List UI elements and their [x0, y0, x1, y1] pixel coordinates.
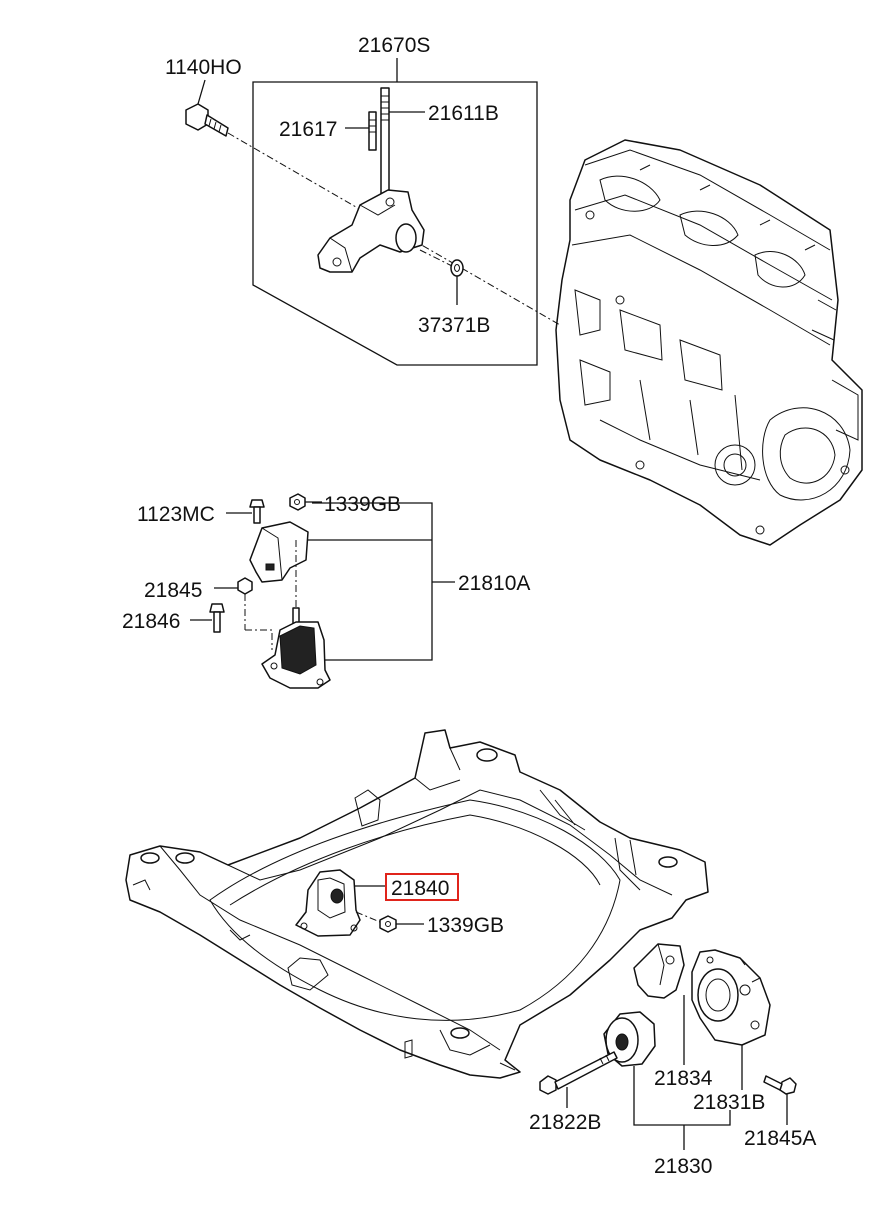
stud-21617 — [368, 111, 377, 151]
bushing-21830 — [603, 1011, 656, 1067]
group-box-21670S — [252, 81, 538, 366]
engine-block — [555, 139, 863, 546]
highlight-box-21840 — [385, 873, 459, 901]
washer-37371B — [450, 259, 464, 277]
mount-bracket-upper — [249, 521, 309, 583]
label-21840: 21840 — [391, 877, 449, 900]
label-21810A: 21810A — [458, 572, 530, 595]
label-21846: 21846 — [122, 610, 180, 633]
nut-1339GB-bottom — [379, 915, 397, 933]
label-21830: 21830 — [654, 1155, 712, 1178]
stud-21611B — [380, 87, 390, 197]
nut-1339GB-top — [289, 493, 306, 511]
bolt-21822B — [539, 1051, 618, 1095]
upper-mount-group — [185, 58, 561, 366]
mount-bracket — [317, 189, 425, 273]
bolt-21845A — [763, 1075, 797, 1095]
bolt-21846 — [209, 603, 225, 633]
label-21845A: 21845A — [744, 1127, 816, 1150]
label-37371B: 37371B — [418, 314, 490, 337]
label-21617: 21617 — [279, 118, 337, 141]
bolt-1140HO — [185, 103, 229, 137]
label-1339GB-top: 1339GB — [324, 493, 401, 516]
insulator-21834 — [633, 943, 685, 999]
label-1339GB-bottom: 1339GB — [427, 914, 504, 937]
label-21834: 21834 — [654, 1067, 713, 1090]
label-21831B: 21831B — [693, 1091, 765, 1114]
rear-mount-group — [539, 943, 797, 1150]
bolt-1123MC — [249, 499, 265, 524]
subframe — [125, 729, 709, 1079]
nut-21845 — [237, 577, 253, 595]
label-1140HO: 1140HO — [165, 56, 242, 79]
bracket-21831B — [691, 949, 771, 1046]
mount-bracket-21840 — [295, 869, 386, 937]
middle-mount-group — [190, 493, 455, 689]
label-21670S: 21670S — [358, 34, 430, 57]
label-1123MC: 1123MC — [137, 503, 215, 526]
rubber-mount-lower — [261, 607, 331, 689]
label-21845: 21845 — [144, 579, 202, 602]
label-21822B: 21822B — [529, 1111, 601, 1134]
label-21611B: 21611B — [428, 102, 499, 125]
